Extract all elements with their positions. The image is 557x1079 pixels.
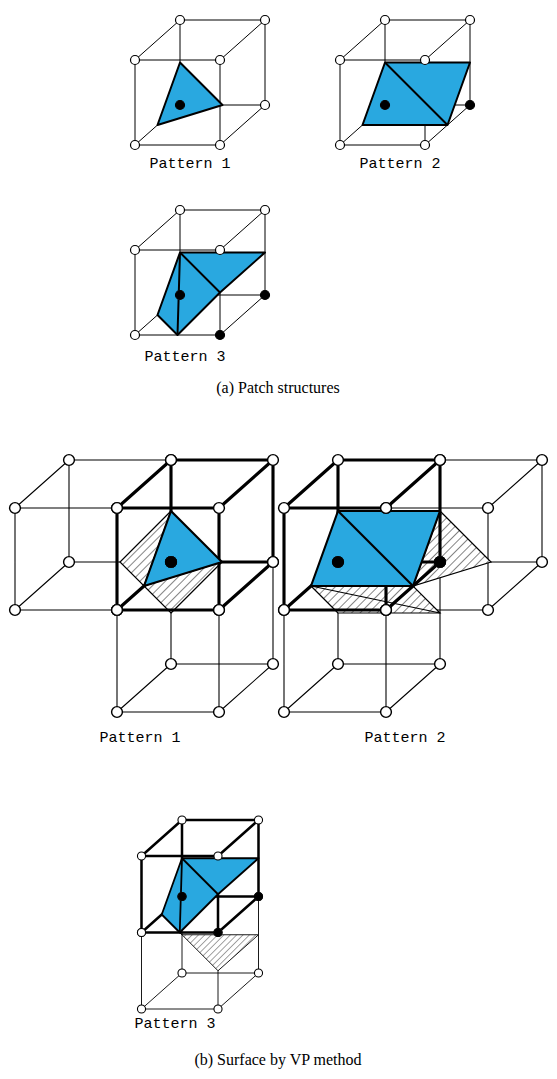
- cube-vertices: [279, 455, 446, 616]
- blue-patch: [162, 858, 259, 932]
- figure-caption: (b) Surface by VP method: [194, 1050, 361, 1069]
- bold-cube: [117, 460, 273, 610]
- inside-vertex: [178, 892, 186, 900]
- patch-pattern-3: [131, 206, 270, 340]
- inside-vertex: [216, 331, 225, 340]
- cube-vertices: [137, 892, 262, 1013]
- cube-vertices: [10, 455, 177, 616]
- cube-wireframe: [135, 210, 265, 335]
- cube-vertices: [336, 16, 475, 150]
- pattern-label: Pattern 1: [99, 730, 180, 748]
- patch-diagonal: [338, 511, 413, 586]
- blue-patch: [158, 63, 223, 126]
- inside-vertex: [333, 557, 344, 568]
- cube-vertices: [131, 16, 270, 150]
- pattern-label: Pattern 3: [134, 1016, 215, 1034]
- pattern-label: Pattern 3: [144, 349, 225, 367]
- cube-vertices: [112, 455, 279, 616]
- patch-pattern-2: [336, 16, 475, 150]
- inside-vertex: [254, 892, 262, 900]
- blue-patch: [158, 253, 266, 336]
- cube-vertices: [381, 455, 548, 616]
- cube-vertices: [112, 557, 279, 718]
- blue-patch: [363, 63, 471, 126]
- cube-wireframe: [340, 20, 470, 145]
- pattern-label: Pattern 2: [359, 156, 440, 174]
- vp-surface-pattern-3: [137, 816, 262, 1013]
- cube-vertices: [137, 816, 262, 937]
- cube-vertices: [279, 557, 446, 718]
- bold-cube: [284, 460, 440, 610]
- inside-vertex: [466, 101, 475, 110]
- blue-patch: [311, 511, 440, 586]
- inside-vertex: [166, 557, 177, 568]
- inside-vertex: [176, 291, 185, 300]
- pattern-label: Pattern 1: [149, 156, 230, 174]
- bold-cube: [142, 820, 259, 933]
- inside-vertex: [176, 101, 185, 110]
- inside-vertex: [214, 928, 222, 936]
- inside-vertex: [381, 101, 390, 110]
- patch-pattern-1: [131, 16, 270, 150]
- cube-vertices: [131, 206, 270, 340]
- figure-caption: (a) Patch structures: [216, 378, 340, 397]
- inside-vertex: [435, 557, 446, 568]
- blue-patch: [144, 511, 222, 586]
- patch-diagonal: [385, 63, 448, 126]
- pattern-label: Pattern 2: [364, 730, 445, 748]
- inside-vertex: [261, 291, 270, 300]
- cube-wireframe: [135, 20, 265, 145]
- vp-surface-pattern-2: [279, 455, 548, 718]
- vp-surface-pattern-1: [10, 455, 279, 718]
